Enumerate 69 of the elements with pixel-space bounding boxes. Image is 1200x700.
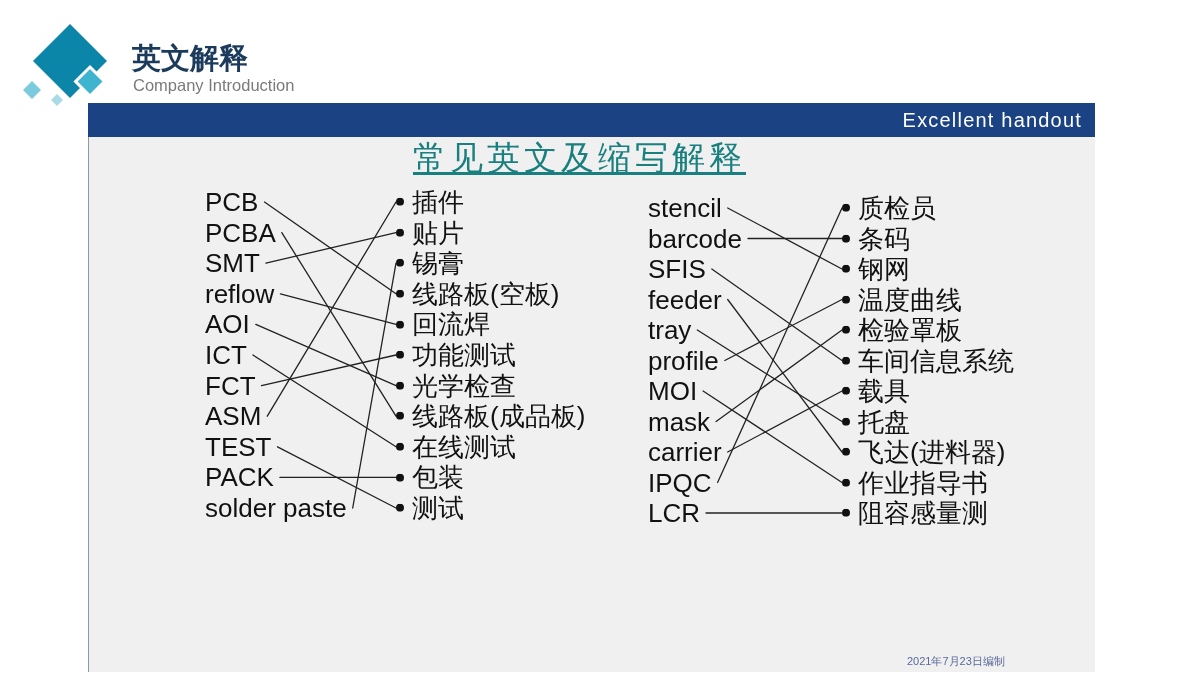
connector-line <box>716 207 843 484</box>
definition-label: 插件 <box>412 187 464 217</box>
connector-line <box>265 231 397 264</box>
definition-label: 载具 <box>858 376 910 406</box>
term-label: TEST <box>205 432 272 462</box>
connector-line <box>266 201 397 417</box>
definition-label: 车间信息系统 <box>858 346 1014 375</box>
definition-label: 条码 <box>858 224 910 253</box>
term-label: AOI <box>205 310 250 339</box>
term-label: ASM <box>205 401 262 431</box>
banner-text: Excellent handout <box>902 108 1082 132</box>
term-label: carrier <box>648 437 722 467</box>
term-label: feeder <box>648 285 722 314</box>
term-label: mask <box>648 407 711 436</box>
connector-line <box>727 390 843 453</box>
definition-label: 阻容感量测 <box>858 498 988 528</box>
term-label: reflow <box>205 279 275 309</box>
connector-line <box>255 323 397 387</box>
term-label: PCBA <box>205 218 276 247</box>
term-label: barcode <box>648 224 742 253</box>
definition-label: 飞达(进料器) <box>858 437 1006 467</box>
connector-line <box>260 354 397 387</box>
definition-label: 温度曲线 <box>858 285 962 314</box>
date-note: 2021年7月23日编制 <box>907 655 1005 669</box>
term-label: solder paste <box>205 493 347 523</box>
term-label: SFIS <box>648 254 706 284</box>
connector-line <box>279 293 397 326</box>
connector-line <box>727 207 843 270</box>
term-label: MOI <box>648 376 698 406</box>
definition-label: 钢网 <box>858 254 910 284</box>
connector-line <box>263 201 397 295</box>
definition-label: 线路板(成品板) <box>412 401 586 431</box>
definition-label: 检验罩板 <box>858 315 962 345</box>
term-label: PCB <box>205 187 259 217</box>
connector-line <box>279 476 397 479</box>
term-label: LCR <box>648 498 700 528</box>
connector-line <box>252 354 397 448</box>
connector-line <box>352 262 397 509</box>
term-label: IPQC <box>648 468 712 497</box>
definition-label: 锡膏 <box>412 248 464 278</box>
term-label: profile <box>648 346 719 375</box>
definition-label: 贴片 <box>412 218 464 247</box>
section-heading: 常见英文及缩写解释 <box>413 139 746 177</box>
term-label: ICT <box>205 340 247 370</box>
connector-line <box>747 237 843 240</box>
term-label: FCT <box>205 371 256 400</box>
connector-line <box>724 298 843 362</box>
connector-line <box>705 512 843 514</box>
connector-line <box>711 268 843 362</box>
definition-label: 托盘 <box>858 407 910 436</box>
definition-label: 包装 <box>412 463 464 492</box>
term-label: SMT <box>205 248 260 278</box>
definition-label: 作业指导书 <box>858 468 988 497</box>
definition-label: 测试 <box>412 493 464 523</box>
connector-line <box>281 231 397 417</box>
page-title: 英文解释 <box>132 42 248 76</box>
term-label: tray <box>648 315 692 345</box>
term-label: PACK <box>205 463 274 492</box>
subtitle-text: Company Introduction <box>133 76 295 95</box>
connector-line <box>276 446 397 509</box>
connector-line <box>702 390 843 484</box>
definition-label: 光学检查 <box>412 371 516 400</box>
definition-label: 线路板(空板) <box>412 279 560 309</box>
connector-line <box>727 298 843 453</box>
definition-label: 在线测试 <box>412 432 516 462</box>
definition-label: 质检员 <box>858 193 936 223</box>
term-label: stencil <box>648 193 722 223</box>
definition-label: 功能测试 <box>412 340 516 370</box>
definition-label: 回流焊 <box>412 310 490 339</box>
